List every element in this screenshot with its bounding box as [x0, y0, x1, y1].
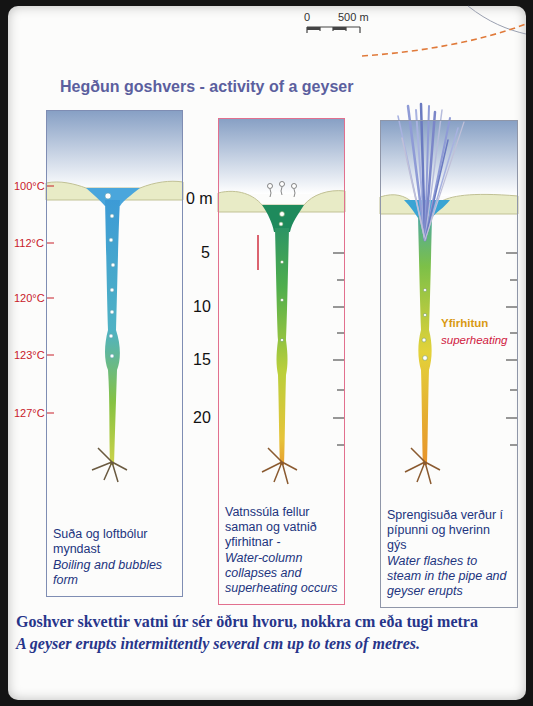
temperature-label: 112°C [14, 237, 44, 249]
stage-panel: Vatnssúla fellur saman og vatnið yfirhit… [218, 118, 345, 605]
stage-panel: Yfirhitun superheatingSprengisuða verður … [380, 120, 518, 608]
temperature-label: 100°C [14, 180, 45, 192]
panel-caption: Suða og loftbólur myndast [53, 527, 176, 557]
footer-block: Goshver skvettir vatni úr sér öðru hvoru… [16, 612, 524, 653]
footer-text: Goshver skvettir vatni úr sér öðru hvoru… [16, 612, 524, 631]
caption-block: Suða og loftbólur myndastBoiling and bub… [53, 526, 176, 588]
depth-label: 20 [193, 409, 211, 427]
panel-caption: Vatnssúla fellur saman og vatnið yfirhit… [225, 505, 338, 550]
stage-note: superheating [441, 334, 508, 346]
panel-caption: Boiling and bubbles form [53, 558, 176, 588]
stage-panel: Suða og loftbólur myndastBoiling and bub… [46, 110, 183, 597]
caption-block: Vatnssúla fellur saman og vatnið yfirhit… [225, 504, 338, 596]
scale-number: 0 [304, 11, 310, 23]
temperature-label: 123°C [14, 349, 45, 361]
depth-label: 0 m [186, 190, 213, 208]
temperature-label: 120°C [14, 292, 45, 304]
stage-note: Yfirhitun [441, 317, 488, 329]
caption-block: Sprengisuða verður í pípunni og hverinn … [387, 507, 511, 599]
depth-label: 15 [193, 351, 211, 369]
scale-number: 500 m [338, 11, 369, 23]
panel-caption: Sprengisuða verður í pípunni og hverinn … [387, 508, 511, 553]
diagram-title: Hegðun goshvers - activity of a geyser [60, 78, 353, 96]
panel-caption: Water flashes to steam in the pipe and g… [387, 554, 511, 599]
depth-label: 10 [193, 298, 211, 316]
depth-label: 5 [201, 244, 210, 262]
footer-text: A geyser erupts intermittently several c… [16, 634, 524, 653]
temperature-label: 127°C [14, 407, 45, 419]
panel-caption: Water-column collapses and superheating … [225, 551, 338, 596]
